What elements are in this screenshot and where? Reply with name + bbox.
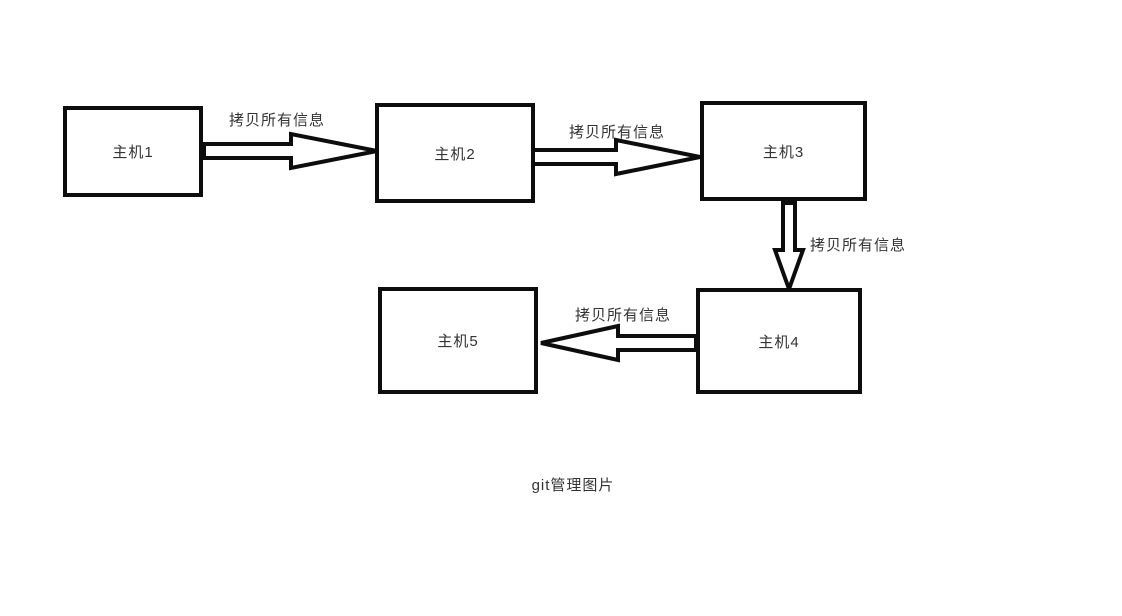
node-host2-label: 主机2 <box>434 145 476 163</box>
arrow-host3-to-host4 <box>772 201 806 295</box>
node-host1: 主机1 <box>63 106 203 197</box>
node-host3: 主机3 <box>700 101 867 201</box>
arrow-host1-to-host2 <box>202 131 378 171</box>
node-host4-label: 主机4 <box>758 333 800 351</box>
edge-label-host2-host3: 拷贝所有信息 <box>568 124 665 141</box>
node-host2: 主机2 <box>375 103 535 203</box>
edge-label-host4-host5: 拷贝所有信息 <box>574 307 671 324</box>
arrow-host4-to-host5 <box>540 323 698 363</box>
edge-label-host3-host4: 拷贝所有信息 <box>809 237 906 254</box>
node-host1-label: 主机1 <box>112 144 154 161</box>
node-host4: 主机4 <box>696 288 862 394</box>
node-host5-label: 主机5 <box>437 333 479 350</box>
diagram-caption: git管理图片 <box>531 477 615 494</box>
arrow-host2-to-host3 <box>531 137 701 177</box>
edge-label-host1-host2: 拷贝所有信息 <box>228 112 325 129</box>
node-host3-label: 主机3 <box>762 143 805 161</box>
node-host5: 主机5 <box>378 287 538 394</box>
